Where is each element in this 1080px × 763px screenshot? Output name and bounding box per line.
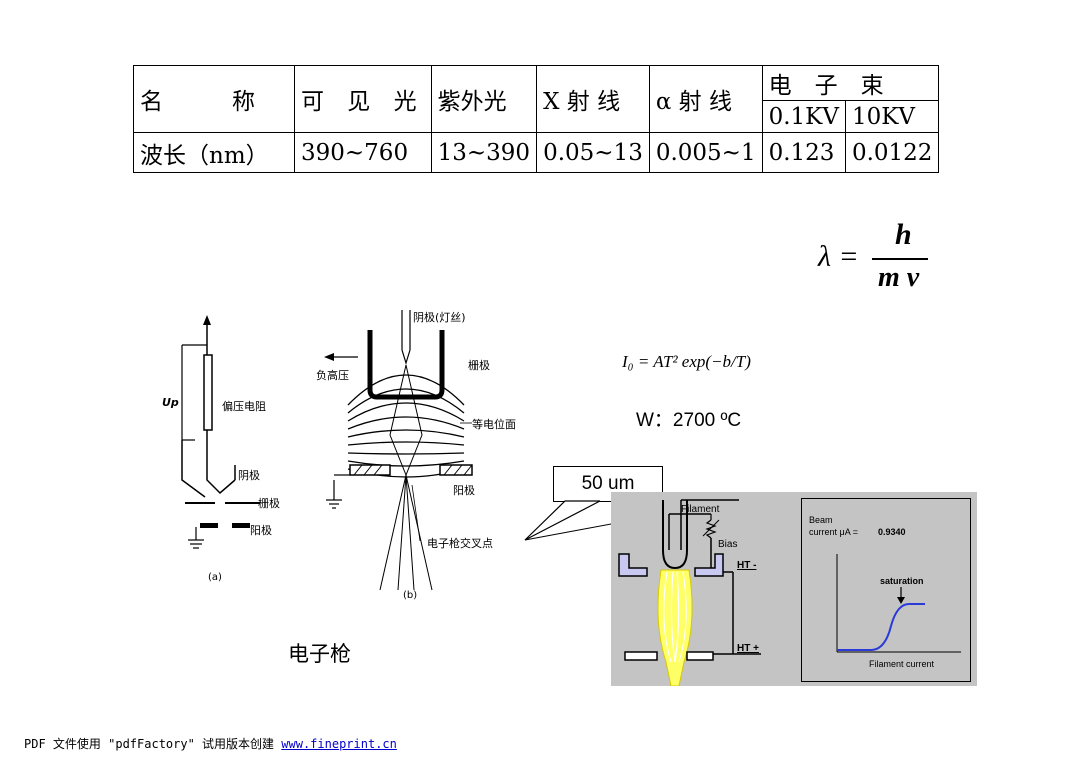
table-header-row: 名 称 可 见 光 紫外光 X 射 线 α 射 线 电 子 束 [133, 65, 940, 133]
ht-minus-label: HT - [737, 560, 757, 571]
cell-xray: 0.05~13 [536, 132, 650, 173]
cell-uv: 13~390 [430, 132, 538, 173]
grid-label-b: 栅极 [468, 359, 490, 372]
neg-hv-label: 负高压 [316, 369, 349, 382]
formula-denominator: m v [878, 262, 920, 293]
caption-b: (b) [403, 590, 418, 601]
header-uv: 紫外光 [430, 65, 538, 133]
richardson-equation: I₀ = AT² exp(−b/T) [622, 352, 751, 371]
header-alpha: α 射 线 [648, 65, 763, 133]
gun-schematic [618, 499, 761, 686]
bias-label: Bias [718, 539, 738, 550]
anode-label-a: 阳极 [250, 524, 272, 537]
gun-diagram-b [324, 310, 473, 591]
filament-label: Filament [681, 504, 720, 515]
current-value: 0.9340 [878, 527, 906, 537]
caption-a: (a) [208, 572, 222, 583]
crossover-label: 电子枪交叉点 [427, 537, 493, 550]
cell-alpha: 0.005~1 [648, 132, 763, 173]
saturation-curve [836, 554, 961, 653]
temperature-label: W：2700 ºC [636, 410, 742, 431]
header-ebeam-01kv: 0.1KV [761, 100, 846, 133]
table-row: 波长（nm） 390~760 13~390 0.05~13 0.005~1 0.… [133, 132, 940, 173]
table-subheader-row: 0.1KV 10KV [134, 100, 940, 133]
formula-numerator: h [895, 218, 912, 251]
ht-plus-label: HT + [737, 643, 759, 654]
header-xray: X 射 线 [536, 65, 650, 133]
equipotential-label: 等电位面 [472, 418, 516, 431]
beam-current-plot [801, 498, 971, 682]
up-label: Up [162, 396, 179, 409]
beam-label: Beam [809, 515, 833, 525]
wavelength-table: 名 称 可 见 光 紫外光 X 射 线 α 射 线 电 子 束 0.1KV 10… [133, 65, 940, 173]
header-ebeam-10kv: 10KV [844, 100, 940, 133]
x-axis-label: Filament current [869, 659, 935, 669]
cell-ebeam-10kv: 0.0122 [844, 132, 940, 173]
footer-link[interactable]: www.fineprint.cn [281, 737, 397, 751]
header-visible: 可 见 光 [294, 65, 432, 133]
row-label: 波长（nm） [133, 132, 295, 173]
resistor-label: 偏压电阻 [222, 400, 266, 413]
grid-label-a: 栅极 [258, 497, 280, 510]
cell-ebeam-01kv: 0.123 [761, 132, 846, 173]
pdf-footer: PDF 文件使用 "pdfFactory" 试用版本创建 www.finepri… [24, 735, 397, 752]
saturation-label: saturation [880, 576, 924, 586]
gun-caption: 电子枪 [288, 642, 351, 666]
header-ebeam: 电 子 束 [761, 65, 940, 101]
cathode-label-a: 阴极 [238, 469, 260, 482]
footer-text: PDF 文件使用 "pdfFactory" 试用版本创建 [24, 737, 275, 751]
fraction-bar [872, 258, 928, 260]
formula-lhs: λ = [818, 240, 859, 273]
current-label: current μA = [809, 527, 858, 537]
anode-label-b: 阳极 [453, 484, 475, 497]
filament-label-b: 阴极(灯丝) [413, 311, 466, 324]
header-name: 名 称 [133, 65, 295, 133]
gun-diagram-a [181, 315, 260, 549]
cell-visible: 390~760 [294, 132, 432, 173]
